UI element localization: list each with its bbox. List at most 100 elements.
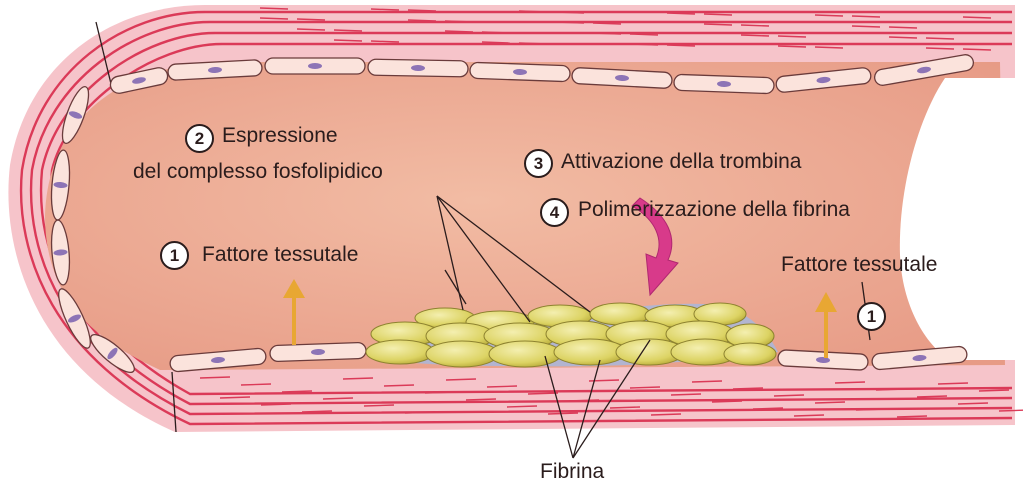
wall-dash: [334, 40, 362, 41]
polimerizzazione-label: Polimerizzazione della fibrina: [578, 198, 850, 222]
wall-dash: [852, 26, 880, 27]
wall-dash: [671, 394, 701, 395]
wall-dash: [261, 404, 291, 405]
step-4-marker: 4: [540, 198, 569, 227]
wall-dash: [371, 9, 399, 10]
endothelial-cell: [270, 342, 366, 361]
wall-dash: [692, 381, 722, 382]
step-2-marker: 2: [185, 124, 214, 153]
wall-dash: [487, 386, 517, 387]
wall-dash: [220, 397, 250, 398]
wall-dash: [446, 379, 476, 380]
wall-dash: [917, 396, 947, 397]
wall-dash: [774, 395, 804, 396]
platelet: [366, 340, 434, 364]
fattore-tessutale-label-right: Fattore tessutale: [781, 253, 937, 277]
wall-dash: [835, 382, 865, 383]
wall-dash: [593, 33, 621, 34]
wall-dash: [408, 20, 436, 21]
wall-dash: [282, 391, 312, 392]
attivazione-label: Attivazione della trombina: [561, 150, 801, 174]
clot-aggregate: [366, 303, 776, 367]
wall-dash: [667, 13, 695, 14]
wall-dash: [334, 30, 362, 31]
fattore-tessutale-label-left: Fattore tessutale: [202, 243, 358, 267]
wall-dash: [297, 29, 325, 30]
endothelial-cell: [265, 58, 365, 74]
wall-dash: [507, 406, 537, 407]
wall-dash: [733, 388, 763, 389]
wall-dash: [482, 42, 510, 43]
wall-dash: [889, 27, 917, 28]
platelet: [426, 341, 498, 367]
wall-dash: [482, 32, 510, 33]
wall-dash: [630, 34, 658, 35]
wall-dash: [876, 389, 906, 390]
step-1-marker-right: 1: [857, 302, 886, 331]
wall-dash: [445, 21, 473, 22]
wall-dash: [371, 41, 399, 42]
wall-dash: [815, 47, 843, 48]
wall-dash: [794, 415, 824, 416]
step-3-marker: 3: [524, 149, 553, 178]
wall-dash: [938, 383, 968, 384]
wall-dash: [302, 411, 332, 412]
wall-dash: [466, 399, 496, 400]
wall-dash: [778, 46, 806, 47]
wall-dash: [741, 25, 769, 26]
wall-dash: [704, 24, 732, 25]
wall-dash: [651, 414, 681, 415]
wall-dash: [260, 18, 288, 19]
wall-dash: [297, 19, 325, 20]
wall-dash: [852, 16, 880, 17]
wall-dash: [241, 384, 271, 385]
wall-dash: [323, 398, 353, 399]
wall-dash: [364, 405, 394, 406]
wall-dash: [630, 44, 658, 45]
wall-dash: [815, 15, 843, 16]
platelet: [489, 341, 561, 367]
wall-dash: [630, 387, 660, 388]
espressione-label-line2: del complesso fosfolipidico: [133, 160, 383, 184]
wall-dash: [569, 400, 599, 401]
wall-dash: [712, 401, 742, 402]
wall-dash: [979, 390, 1009, 391]
wall-dash: [958, 403, 988, 404]
wall-dash: [593, 23, 621, 24]
wall-dash: [425, 392, 455, 393]
wall-dash: [384, 385, 414, 386]
wall-dash: [963, 49, 991, 50]
platelet: [724, 343, 776, 365]
wall-dash: [926, 38, 954, 39]
wall-dash: [963, 17, 991, 18]
wall-dash: [889, 37, 917, 38]
wall-dash: [667, 45, 695, 46]
wall-dash: [897, 416, 927, 417]
wall-dash: [548, 413, 578, 414]
endothelial-cell: [368, 59, 468, 77]
wall-dash: [778, 36, 806, 37]
wall-dash: [528, 393, 558, 394]
wall-dash: [589, 380, 619, 381]
endothelial-cell: [674, 74, 774, 93]
wall-dash: [408, 10, 436, 11]
wall-dash: [519, 11, 547, 12]
wall-dash: [926, 48, 954, 49]
wall-dash: [519, 43, 547, 44]
step-1-marker-left: 1: [160, 241, 189, 270]
wall-dash: [704, 14, 732, 15]
wall-dash: [753, 408, 783, 409]
wall-dash: [815, 402, 845, 403]
platelet: [554, 339, 626, 365]
wall-dash: [260, 8, 288, 9]
wall-dash: [610, 407, 640, 408]
wall-dash: [445, 31, 473, 32]
wall-dash: [856, 409, 886, 410]
espressione-label-line1: Espressione: [222, 124, 338, 148]
wall-dash: [343, 378, 373, 379]
endothelial-cell: [470, 62, 570, 81]
wall-dash: [405, 412, 435, 413]
wall-dash: [556, 22, 584, 23]
